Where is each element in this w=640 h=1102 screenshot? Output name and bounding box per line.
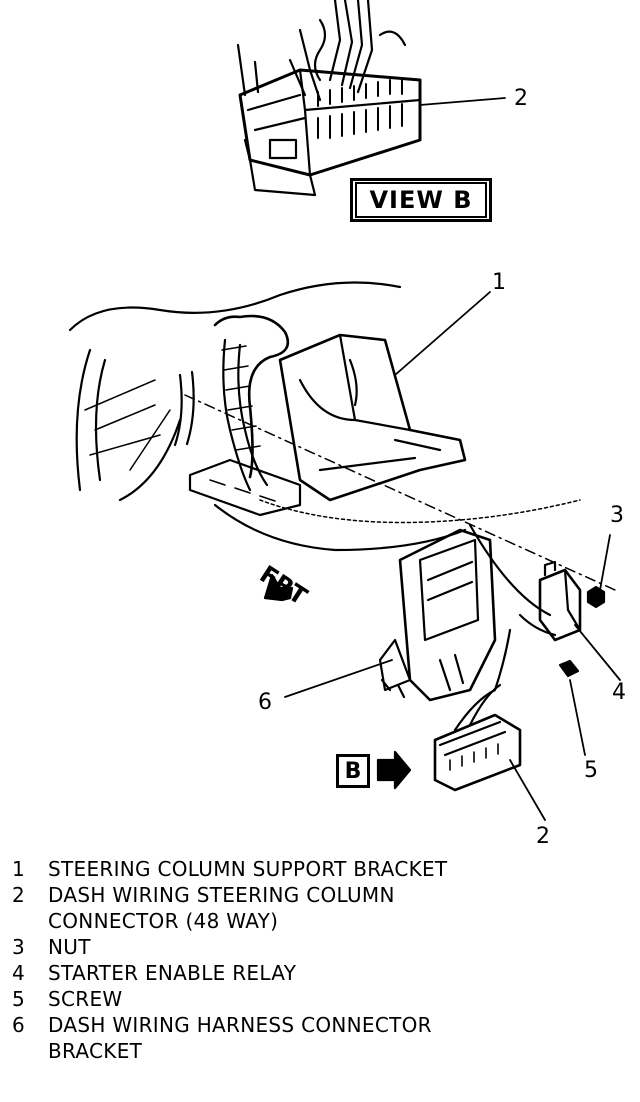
harness-connector-bracket-drawing (284, 528, 497, 702)
legend-number: 1 (12, 857, 26, 881)
legend-item: 2 DASH WIRING STEERING COLUMN CONNECTOR … (12, 882, 612, 934)
starter-relay-drawing (518, 560, 621, 681)
legend-item: 1 STEERING COLUMN SUPPORT BRACKET (12, 856, 612, 882)
legend-number: 2 (12, 883, 26, 907)
view-b-label-box: VIEW B (350, 178, 492, 222)
legend-item: 4 STARTER ENABLE RELAY (12, 960, 612, 986)
callout-3: 3 (610, 503, 624, 528)
legend-text: STARTER ENABLE RELAY (48, 961, 297, 985)
screw-drawing (558, 659, 586, 756)
legend-number: 5 (12, 987, 26, 1011)
view-b-connector-drawing (236, 0, 506, 197)
legend-item: 3 NUT (12, 934, 612, 960)
column-connector-drawing (376, 628, 546, 821)
parts-legend: 1 STEERING COLUMN SUPPORT BRACKET 2 DASH… (12, 856, 612, 1064)
legend-text: NUT (48, 935, 91, 959)
legend-text: STEERING COLUMN SUPPORT BRACKET (48, 857, 448, 881)
callout-4: 4 (612, 680, 626, 705)
diagram-drawing (68, 0, 621, 821)
legend-item: 5 SCREW (12, 986, 612, 1012)
legend-text: SCREW (48, 987, 123, 1011)
legend-item: 6 DASH WIRING HARNESS CONNECTOR BRACKET (12, 1012, 612, 1064)
legend-number: 3 (12, 935, 26, 959)
legend-text: DASH WIRING HARNESS CONNECTOR BRACKET (48, 1013, 432, 1063)
legend-text: DASH WIRING STEERING COLUMN CONNECTOR (4… (48, 883, 395, 933)
steering-column-assembly-drawing (68, 281, 616, 617)
callout-2: 2 (536, 824, 550, 849)
callout-5: 5 (584, 758, 598, 783)
legend-number: 6 (12, 1013, 26, 1037)
callout-6: 6 (258, 690, 272, 715)
legend-number: 4 (12, 961, 26, 985)
nut-drawing (586, 534, 611, 609)
callout-1: 1 (492, 270, 506, 295)
view-b-label: VIEW B (355, 182, 487, 218)
view-b-marker: B (336, 754, 370, 788)
front-arrow-drawing (263, 573, 294, 602)
wiring-diagram: 2 1 3 4 5 6 2 VIEW B FRT B (68, 0, 626, 849)
callout-2-view-b: 2 (514, 86, 528, 111)
